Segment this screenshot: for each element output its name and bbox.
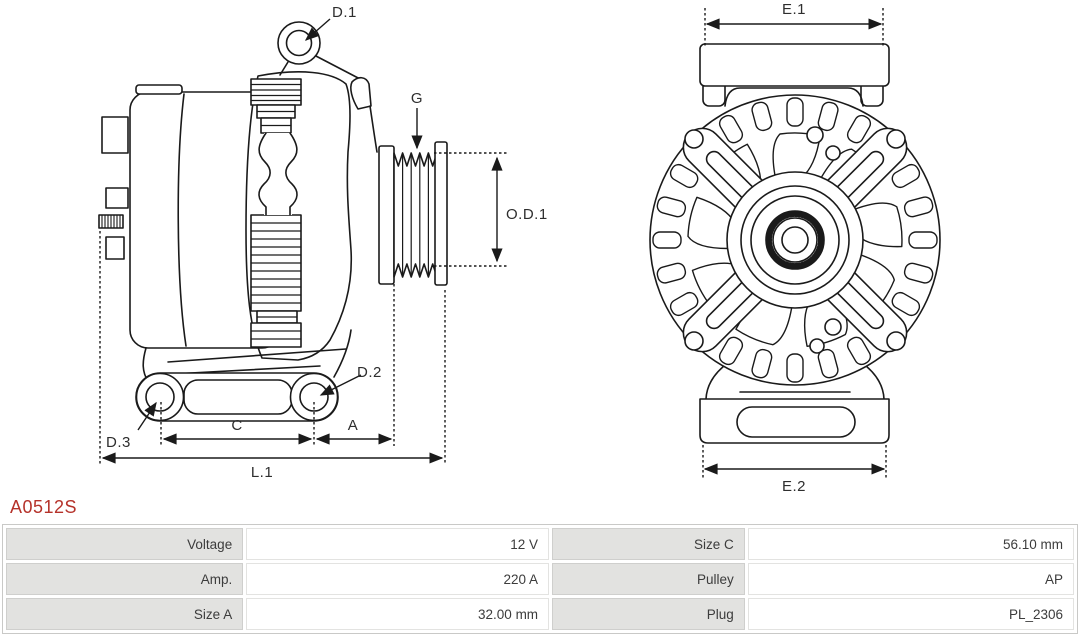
spec-value-pulley: AP [747,563,1074,595]
rear-connectors [98,116,129,260]
housing-holes [806,126,842,354]
rib-lines [250,83,302,340]
housing-body [245,71,353,361]
arm-bolt-hole [684,129,704,149]
arm-bolt-hole [886,331,906,351]
front-view-dimensions [702,8,887,478]
top-bracket [699,43,890,107]
spec-label-amp: Amp. [6,563,244,595]
side-view-drawing [98,21,448,422]
spec-row: Voltage 12 V Size C 56.10 mm [6,528,1074,560]
front-view-labels: E.1 E.2 [782,1,806,495]
dimension-label-l1: L.1 [251,464,273,481]
lug-right-hole [299,382,329,412]
spec-table: Voltage 12 V Size C 56.10 mm Amp. 220 A … [2,524,1078,634]
dimension-label-od1: O.D.1 [506,206,548,223]
alternator-technical-drawing: D.1 G O.D.1 D.3 D.2 C A L.1 [98,1,941,495]
dimension-label-d3: D.3 [106,434,131,451]
dimension-label-c: C [231,417,242,434]
arm-bolt-hole [684,331,704,351]
part-number: A0512S [10,497,78,517]
spec-label-size-a: Size A [6,598,244,630]
mounting-ear-hole [285,29,313,57]
shaft-hole [781,226,809,254]
bottom-bracket [699,361,890,444]
pulley [378,141,448,286]
dimension-label-e1: E.1 [782,1,806,18]
shaft-neck [258,132,271,216]
spec-label-pulley: Pulley [552,563,745,595]
dimension-label-e2: E.2 [782,478,806,495]
front-bracket-edge [350,76,372,110]
spec-label-size-c: Size C [552,528,745,560]
rear-cover-seam [177,93,187,347]
spec-value-plug: PL_2306 [747,598,1074,630]
spec-label-plug: Plug [552,598,745,630]
side-view-dimensions [99,18,508,464]
dimension-label-d2: D.2 [357,364,382,381]
lug-left-hole [145,382,175,412]
spec-value-voltage: 12 V [246,528,550,560]
dimension-label-g: G [411,90,423,107]
spec-row: Amp. 220 A Pulley AP [6,563,1074,595]
front-pulley-hub [726,171,864,309]
side-view-labels: D.1 G O.D.1 D.3 D.2 C A L.1 [106,4,548,481]
spec-row: Size A 32.00 mm Plug PL_2306 [6,598,1074,630]
stud-hatching [101,214,121,229]
arm-bolt-hole [886,129,906,149]
dimension-label-d1: D.1 [332,4,357,21]
spec-value-amp: 220 A [246,563,550,595]
dimension-label-a: A [348,417,359,434]
spec-value-size-c: 56.10 mm [747,528,1074,560]
spec-value-size-a: 32.00 mm [246,598,550,630]
spec-label-voltage: Voltage [6,528,244,560]
front-view-drawing [649,43,941,444]
